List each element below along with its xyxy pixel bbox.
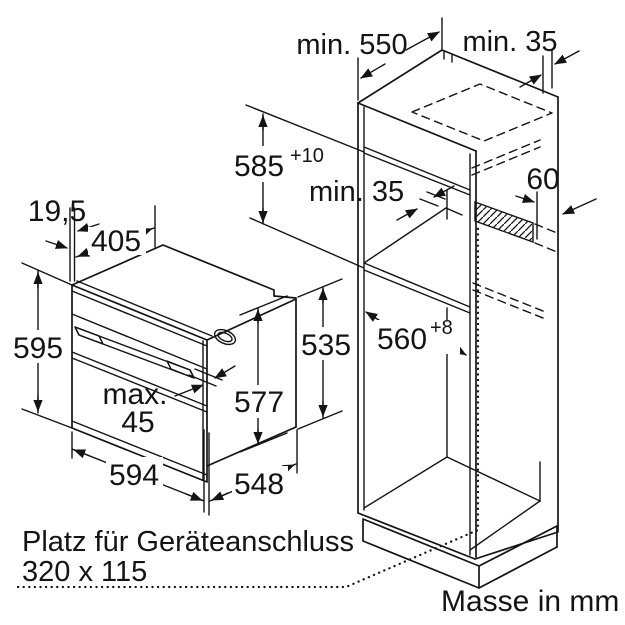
label-595: 595 [13, 332, 63, 365]
label-niche-depth: 560 [377, 323, 427, 356]
dimension-labels: min. 550 min. 35 585 +10 min. 35 60 560 … [12, 26, 560, 501]
label-min-550: min. 550 [296, 29, 407, 61]
label-niche-depth-tolerance: +8 [430, 317, 453, 339]
oven-side-grip [213, 328, 237, 346]
label-min-35-middle: min. 35 [309, 176, 404, 208]
hidden-edges [411, 83, 558, 321]
oven-front-face [71, 284, 208, 483]
label-niche-height-tolerance: +10 [290, 145, 324, 167]
note-units: Masse in mm [441, 585, 619, 618]
oven-door-handle [74, 326, 195, 379]
vent-cutout-hatch [474, 201, 534, 243]
label-min-35-top: min. 35 [462, 26, 557, 58]
note-connection-size: 320 x 115 [22, 556, 147, 588]
oven-top-face [71, 244, 297, 299]
cabinet-plinth [362, 518, 558, 589]
cabinet-drawing [357, 49, 559, 589]
notes: Platz für Geräteanschluss 320 x 115 Mass… [22, 526, 619, 618]
side-wall-arrow [562, 198, 597, 215]
label-594: 594 [109, 459, 159, 492]
label-vent-height-60: 60 [526, 163, 559, 196]
oven-drawing [71, 244, 297, 483]
label-max: max. [102, 378, 167, 411]
note-connection-space: Platz für Geräteanschluss [22, 526, 354, 558]
label-535: 535 [301, 329, 351, 362]
cable-routing-dotted-path [16, 226, 480, 589]
label-548: 548 [234, 468, 284, 501]
label-45: 45 [121, 406, 154, 439]
label-405: 405 [91, 225, 141, 258]
label-19-5: 19,5 [28, 195, 86, 228]
label-577: 577 [234, 386, 284, 419]
label-niche-height: 585 [234, 150, 284, 183]
